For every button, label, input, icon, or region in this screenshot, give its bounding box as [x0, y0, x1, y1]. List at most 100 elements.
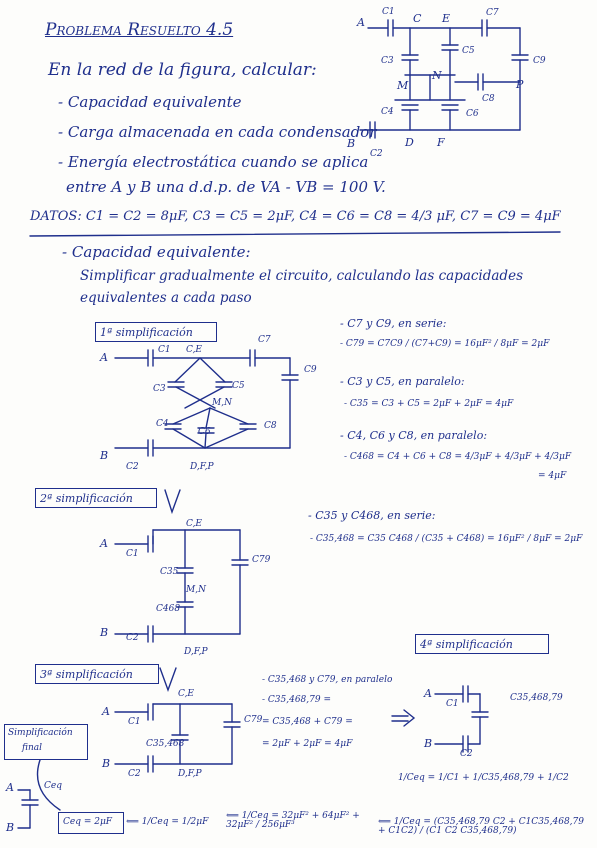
cap-label: C4 — [156, 419, 169, 429]
cap-label: C8 — [482, 94, 495, 104]
bullet-1: - Capacidad equivalente — [58, 93, 242, 111]
separator-line — [29, 231, 561, 237]
node-label: D,F,P — [178, 769, 202, 779]
cap-label: C5 — [462, 46, 475, 56]
node-label: C,E — [186, 345, 202, 355]
step1-b-eq: - C35 = C3 + C5 = 2μF + 2μF = 4μF — [344, 399, 514, 409]
result-box — [58, 812, 124, 834]
section-line-1: Simplificar gradualmente el circuito, ca… — [80, 268, 523, 284]
cap-label: C6 — [198, 427, 211, 437]
cap-label: C468 — [156, 604, 181, 614]
step1-c-eq2: = 4μF — [538, 471, 567, 481]
cap-label: C1 — [126, 549, 139, 559]
cap-label: C35,468,79 — [510, 693, 563, 703]
simp1-label: 1ª simplificación — [100, 326, 193, 339]
cap-label: C4 — [381, 107, 394, 117]
bullet-4: entre A y B una d.d.p. de VA - VB = 100 … — [66, 178, 386, 196]
bullet-2: - Carga almacenada en cada condensador — [58, 123, 377, 141]
simp2-circuit — [114, 489, 249, 643]
final-label-2: final — [22, 743, 43, 753]
final-chain-2: ⟸ 1/Ceq = 32μF² + 64μF² + 32μF² / 256μF³ — [226, 811, 360, 830]
node-label: A — [100, 351, 108, 364]
simp4-box — [415, 634, 549, 654]
node-label: D,F,P — [190, 462, 214, 472]
node-label: D — [405, 136, 414, 149]
cap-label: C1 — [128, 717, 141, 727]
step2-a-eq: - C35,468 = C35 C468 / (C35 + C468) = 16… — [310, 534, 583, 544]
node-label: B — [100, 626, 109, 639]
section-line-2: equivalentes a cada paso — [80, 290, 252, 306]
cap-label: C6 — [466, 109, 479, 119]
node-label: C — [413, 12, 422, 25]
cap-label: C5 — [232, 381, 245, 391]
cap-label: C7 — [258, 335, 271, 345]
cap-label: C1 — [382, 7, 395, 17]
final-chain-1: ⟸ 1/Ceq = 1/2μF — [126, 817, 209, 827]
step1-c: - C4, C6 y C8, en paralelo: — [340, 429, 488, 442]
node-label: A — [6, 781, 14, 794]
step3-a: - C35,468 y C79, en paralelo — [262, 675, 393, 685]
node-label: A — [100, 537, 108, 550]
step1-c-eq: - C468 = C4 + C6 + C8 = 4/3μF + 4/3μF + … — [344, 452, 572, 462]
cap-label: Ceq — [44, 781, 62, 791]
simp1-circuit — [114, 349, 299, 457]
step3-c: = C35,468 + C79 = — [262, 717, 353, 727]
step2-a: - C35 y C468, en serie: — [308, 509, 436, 522]
page-title: Problema Resuelto 4.5 — [45, 20, 234, 40]
node-label: A — [357, 16, 365, 29]
node-label: A — [102, 705, 110, 718]
section-heading: - Capacidad equivalente: — [62, 243, 251, 261]
cap-label: C2 — [128, 769, 141, 779]
intro-text: En la red de la figura, calcular: — [48, 60, 317, 80]
simp3-circuit — [114, 667, 416, 773]
final-result: Ceq = 2μF — [63, 817, 113, 827]
cap-label: C79 — [244, 715, 263, 725]
cap-label: C2 — [370, 149, 383, 159]
node-label: M — [397, 79, 409, 92]
cap-label: C35,468 — [146, 739, 185, 749]
cap-label: C9 — [533, 56, 546, 66]
cap-label: C1 — [158, 345, 171, 355]
node-label: B — [100, 449, 109, 462]
cap-label: C35 — [160, 567, 179, 577]
cap-label: C7 — [486, 8, 499, 18]
step1-a: - C7 y C9, en serie: — [340, 317, 447, 330]
node-label: C,E — [178, 689, 194, 699]
datos-line: DATOS: C1 = C2 = 8μF, C3 = C5 = 2μF, C4 … — [30, 209, 561, 224]
final-circuit — [17, 759, 61, 829]
cap-label: C2 — [460, 749, 473, 759]
cap-label: C3 — [153, 384, 166, 394]
step1-b: - C3 y C5, en paralelo: — [340, 375, 465, 388]
node-label: E — [442, 12, 451, 25]
simp4-circuit — [434, 685, 489, 753]
final-label-1: Simplificación — [8, 728, 73, 738]
step3-d: = 2μF + 2μF = 4μF — [262, 739, 353, 749]
simp2-box — [35, 488, 157, 508]
node-label: F — [437, 136, 445, 149]
final-box — [4, 724, 88, 760]
cap-label: C2 — [126, 633, 139, 643]
node-label: C,E — [186, 519, 202, 529]
cap-label: C9 — [304, 365, 317, 375]
node-label: M,N — [186, 585, 206, 595]
step1-a-eq: - C79 = C7C9 / (C7+C9) = 16μF² / 8μF = 2… — [340, 339, 550, 349]
bullet-3: - Energía electrostática cuando se aplic… — [58, 153, 369, 171]
node-label: A — [424, 687, 432, 700]
simp4-label: 4ª simplificación — [420, 638, 513, 651]
cap-label: C3 — [381, 56, 394, 66]
node-label: B — [102, 757, 111, 770]
node-label: B — [347, 137, 356, 150]
simp2-label: 2ª simplificación — [40, 492, 133, 505]
final-series: 1/Ceq = 1/C1 + 1/C35,468,79 + 1/C2 — [398, 773, 569, 783]
node-label: B — [424, 737, 433, 750]
step3-b: - C35,468,79 = — [262, 695, 331, 705]
node-label: B — [6, 821, 15, 834]
simp1-box — [95, 322, 217, 342]
cap-label: C79 — [252, 555, 271, 565]
cap-label: C2 — [126, 462, 139, 472]
cap-label: C1 — [446, 699, 459, 709]
node-label: D,F,P — [184, 647, 208, 657]
simp3-box — [35, 664, 159, 684]
simp3-label: 3ª simplificación — [40, 668, 133, 681]
